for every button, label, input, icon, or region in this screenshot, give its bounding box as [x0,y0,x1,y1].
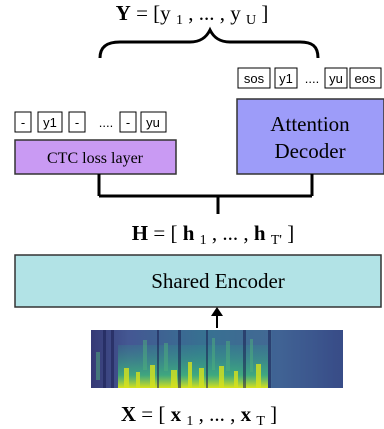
ctc-loss-label: CTC loss layer [47,150,144,167]
ctc-token-row: - y1 - .... - yu [14,111,167,133]
ctc-token-blank: - [21,115,25,130]
token-eos: eos [355,71,376,86]
attention-decoder-label-line1: Attention [270,112,350,136]
output-label: Y = [y 1 , ... , y U ] [116,1,269,29]
token-sos: sos [244,71,265,86]
token-ellipsis: .... [305,71,319,86]
ctc-token-box-blank [68,111,86,133]
input-arrow [211,307,223,328]
token-yu: yu [329,71,343,86]
input-label: X = [ x 1 , ... , x T ] [121,402,277,429]
ctc-token-y1: y1 [43,115,57,130]
output-brace [98,26,320,59]
token-box-sos [237,67,271,89]
ctc-token-blank: - [126,115,130,130]
token-y1: y1 [279,71,293,86]
ctc-token-box-blank [14,111,32,133]
ctc-token-ellipsis: .... [99,115,113,130]
shared-encoder-label: Shared Encoder [151,269,285,293]
token-box-y1 [274,67,298,89]
attention-decoder-box [236,98,384,175]
ctc-token-box-y1 [37,111,63,133]
hidden-label: H = [ h 1 , ... , h T' ] [132,221,294,249]
shared-encoder-box [14,254,382,308]
token-box-eos [349,67,382,89]
ctc-token-box-blank [119,111,137,133]
connector-lines [97,174,314,214]
attention-decoder-label-line2: Decoder [274,139,345,163]
ctc-token-blank: - [75,115,79,130]
attention-token-row: sos y1 .... yu eos [237,67,382,89]
ctc-loss-box [14,139,177,175]
spectrogram-image [91,330,343,388]
ctc-token-box-yu [140,111,167,133]
token-box-yu [324,67,348,89]
ctc-token-yu: yu [146,115,160,130]
